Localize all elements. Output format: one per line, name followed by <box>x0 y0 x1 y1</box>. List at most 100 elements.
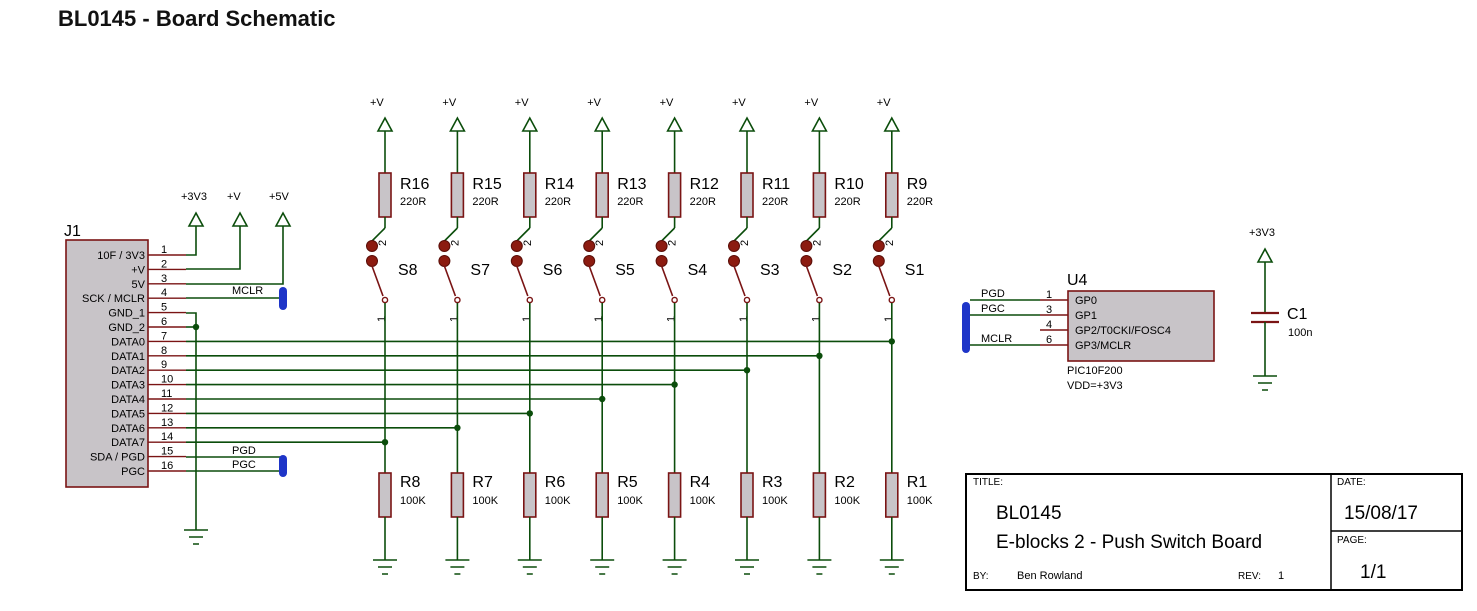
j1-pin-number: 4 <box>161 287 167 299</box>
ground-icon <box>735 559 759 575</box>
switch-pin-label: 1 <box>810 316 822 322</box>
j1-pin-name: 5V <box>132 279 146 291</box>
supply-label-vplus: +V <box>877 97 891 109</box>
j1-pin-number: 8 <box>161 345 167 357</box>
u4-pin-name: GP3/MCLR <box>1075 340 1131 352</box>
switch-pin-label: 1 <box>593 316 605 322</box>
switch-pin-label: 1 <box>376 316 388 322</box>
supply-label-vplus: +V <box>660 97 674 109</box>
switch-ref: S6 <box>543 262 563 279</box>
u4-vdd: VDD=+3V3 <box>1067 380 1123 392</box>
revision: 1 <box>1278 570 1284 582</box>
resistor-icon <box>740 472 754 518</box>
j1-pin-name: DATA7 <box>111 437 145 449</box>
u4-net-label: PGD <box>981 288 1005 300</box>
date-label: DATE: <box>1337 477 1366 488</box>
author: Ben Rowland <box>1017 570 1082 582</box>
resistor-icon <box>884 172 899 218</box>
switch-pin-label: 1 <box>883 316 895 322</box>
j1-pin-number: 14 <box>161 431 173 443</box>
u4-net-label: PGC <box>981 303 1005 315</box>
j1-pin-name: GND_1 <box>108 308 145 320</box>
switch-pin-label: 1 <box>448 316 460 322</box>
switch-ref: S2 <box>832 262 852 279</box>
junction-dot <box>192 323 200 331</box>
power-arrow-icon <box>1256 247 1274 263</box>
capacitor-icon <box>1251 311 1279 324</box>
resistor-icon <box>884 472 899 518</box>
j1-pin-name: 10F / 3V3 <box>97 250 145 262</box>
power-arrow-icon <box>274 211 292 227</box>
upper-resistor-value: 220R <box>617 196 643 208</box>
data-bus-wires <box>186 338 895 446</box>
u4-pin-number: 1 <box>1046 289 1052 301</box>
title-line-2: E-blocks 2 - Push Switch Board <box>996 532 1262 553</box>
switch-terminal-icon <box>438 240 451 252</box>
u4-pin-name: GP2/T0CKI/FOSC4 <box>1075 325 1171 337</box>
switch-lever-icon <box>371 265 384 297</box>
resistor-icon <box>378 172 392 218</box>
switch-pin-label: 1 <box>521 316 533 322</box>
supply-label-vplus: +V <box>732 97 746 109</box>
j1-pin-name: GND_2 <box>108 322 145 334</box>
title-line-1: BL0145 <box>996 503 1062 524</box>
switch-terminal-icon <box>510 255 523 267</box>
title-block: TITLE: BL0145 E-blocks 2 - Push Switch B… <box>965 473 1463 591</box>
resistor-icon <box>812 472 827 518</box>
j1-pin-number: 5 <box>161 302 167 314</box>
c1-supply-label: +3V3 <box>1249 227 1275 239</box>
j1-pin-number: 6 <box>161 316 167 328</box>
power-arrow-icon <box>376 116 394 132</box>
resistor-icon <box>450 472 465 518</box>
page-label: PAGE: <box>1337 535 1367 546</box>
u4-pin-number: 6 <box>1046 334 1052 346</box>
j1-pin-name: SDA / PGD <box>90 452 145 464</box>
supply-label-vplus: +V <box>442 97 456 109</box>
switch-lever-icon <box>805 265 819 297</box>
ground-icon <box>807 559 832 575</box>
lower-resistor-value: 100K <box>907 495 933 507</box>
switch-contact-icon <box>526 296 534 304</box>
switch-ref: S5 <box>615 262 635 279</box>
upper-resistor-value: 220R <box>545 196 571 208</box>
ground-icon <box>590 559 615 575</box>
power-arrow-icon <box>666 116 683 132</box>
resistor-icon <box>667 472 682 518</box>
switch-terminal-icon <box>510 240 523 252</box>
lower-resistor-ref: R4 <box>690 474 711 491</box>
switch-pin-label: 2 <box>594 240 606 246</box>
supply-label-5v: +5V <box>269 191 290 203</box>
switch-ref: S3 <box>760 262 780 279</box>
switch-contact-icon <box>888 296 896 304</box>
j1-pin-name: DATA3 <box>111 380 145 392</box>
j1-pin-number: 16 <box>161 460 173 472</box>
ground-icon <box>1253 375 1277 391</box>
rev-label: REV: <box>1238 571 1261 582</box>
j1-pin-number: 15 <box>161 446 173 458</box>
bus-terminal-icon <box>279 455 287 477</box>
supply-label-vplus: +V <box>804 97 818 109</box>
ground-icon <box>879 559 904 575</box>
upper-resistor-ref: R13 <box>617 176 646 193</box>
j1-pin-name: DATA6 <box>111 423 145 435</box>
c1-value: 100n <box>1288 327 1312 339</box>
switch-pin-label: 2 <box>377 240 389 246</box>
u4-pin-number: 4 <box>1046 319 1052 331</box>
switch-ref: S7 <box>470 262 490 279</box>
lower-resistor-value: 100K <box>400 495 426 507</box>
resistor-icon <box>378 472 392 518</box>
switch-lever-icon <box>878 265 891 297</box>
j1-pin-number: 7 <box>161 330 167 342</box>
switch-lever-icon <box>516 265 529 297</box>
by-label: BY: <box>973 571 989 582</box>
ground-icon <box>662 559 687 575</box>
u4-pin-name: GP1 <box>1075 310 1097 322</box>
switch-ref: S4 <box>688 262 708 279</box>
u4-body <box>1067 290 1215 362</box>
resistor-icon <box>667 172 682 218</box>
j1-pin-name: DATA4 <box>111 394 145 406</box>
